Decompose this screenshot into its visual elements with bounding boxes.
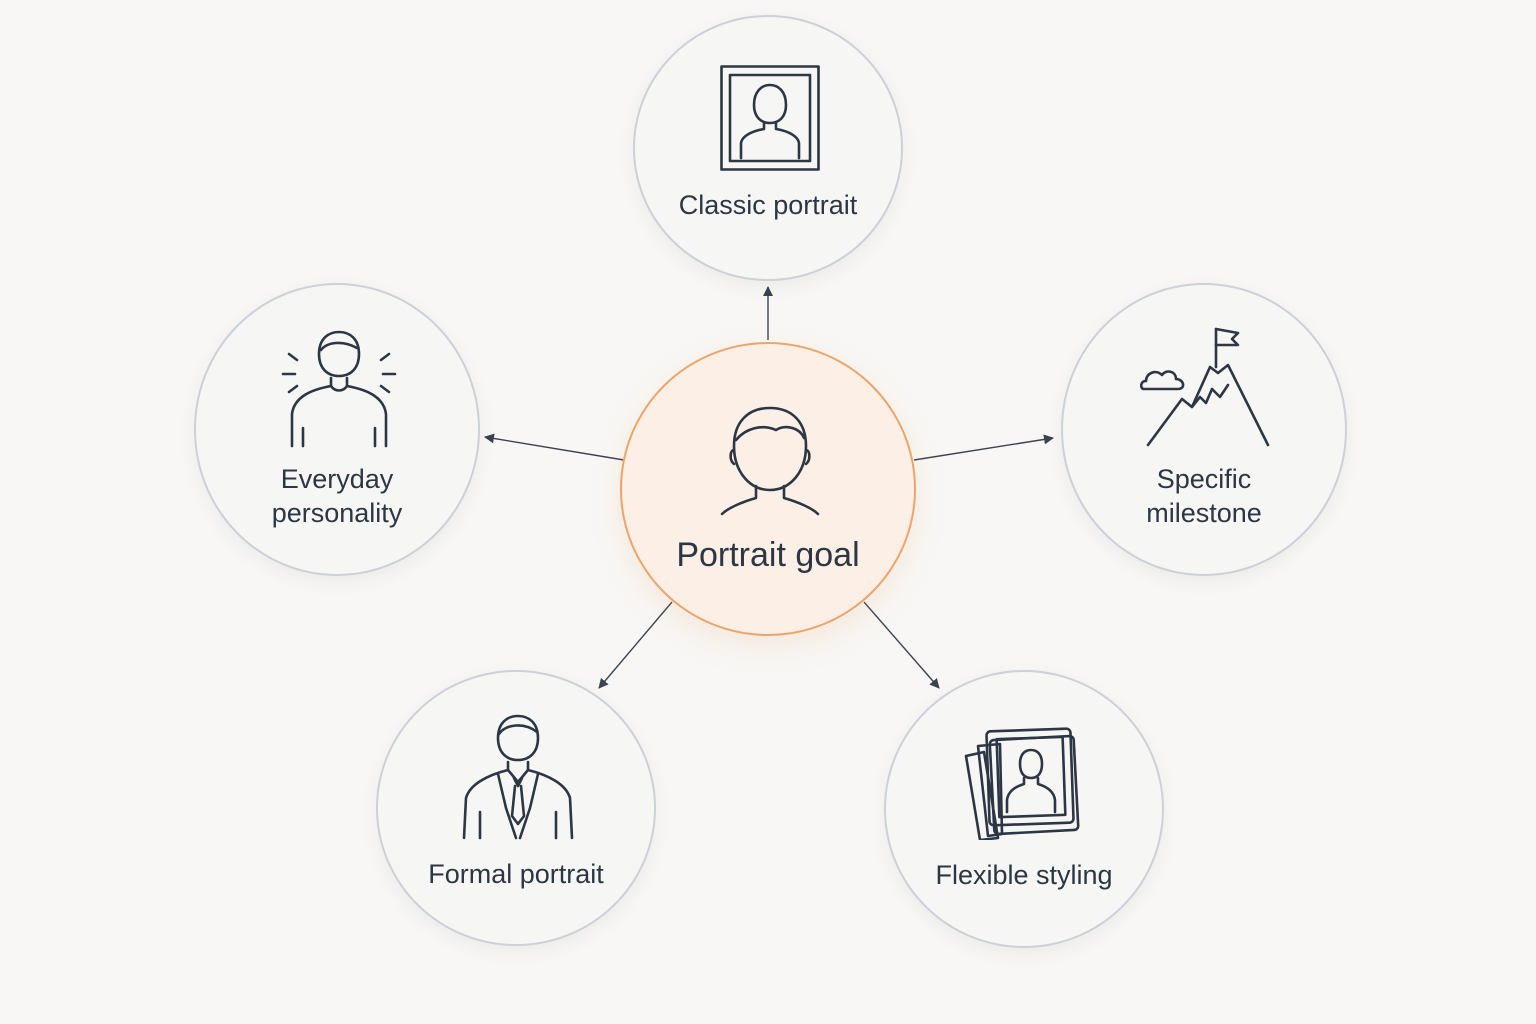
mountain-flag-icon bbox=[1140, 327, 1270, 447]
connector-to-everyday-personality bbox=[484, 433, 625, 461]
portrait-goal-label: Portrait goal bbox=[676, 536, 860, 574]
formal-portrait-label: Formal portrait bbox=[428, 859, 604, 889]
specific-milestone-label: Specific milestone bbox=[1146, 464, 1262, 528]
node-classic-portrait[interactable]: Classic portrait bbox=[633, 15, 903, 281]
node-specific-milestone[interactable]: Specific milestone bbox=[1061, 283, 1347, 576]
person-suit-icon bbox=[462, 714, 574, 840]
connector-to-formal-portrait bbox=[598, 601, 673, 689]
everyday-personality-label: Everyday personality bbox=[271, 464, 403, 528]
connector-to-specific-milestone bbox=[913, 434, 1054, 461]
photo-stack-icon bbox=[964, 727, 1080, 840]
node-formal-portrait[interactable]: Formal portrait bbox=[376, 670, 656, 946]
framed-portrait-icon bbox=[720, 65, 820, 171]
flexible-styling-label: Flexible styling bbox=[935, 860, 1113, 890]
node-everyday-personality[interactable]: Everyday personality bbox=[194, 283, 480, 576]
classic-portrait-label: Classic portrait bbox=[678, 190, 858, 220]
connector-to-flexible-styling bbox=[863, 601, 940, 689]
person-radiating-icon bbox=[281, 330, 397, 448]
node-flexible-styling[interactable]: Flexible styling bbox=[884, 670, 1164, 948]
node-portrait-goal[interactable]: Portrait goal bbox=[620, 342, 916, 636]
person-head-icon bbox=[720, 406, 820, 516]
